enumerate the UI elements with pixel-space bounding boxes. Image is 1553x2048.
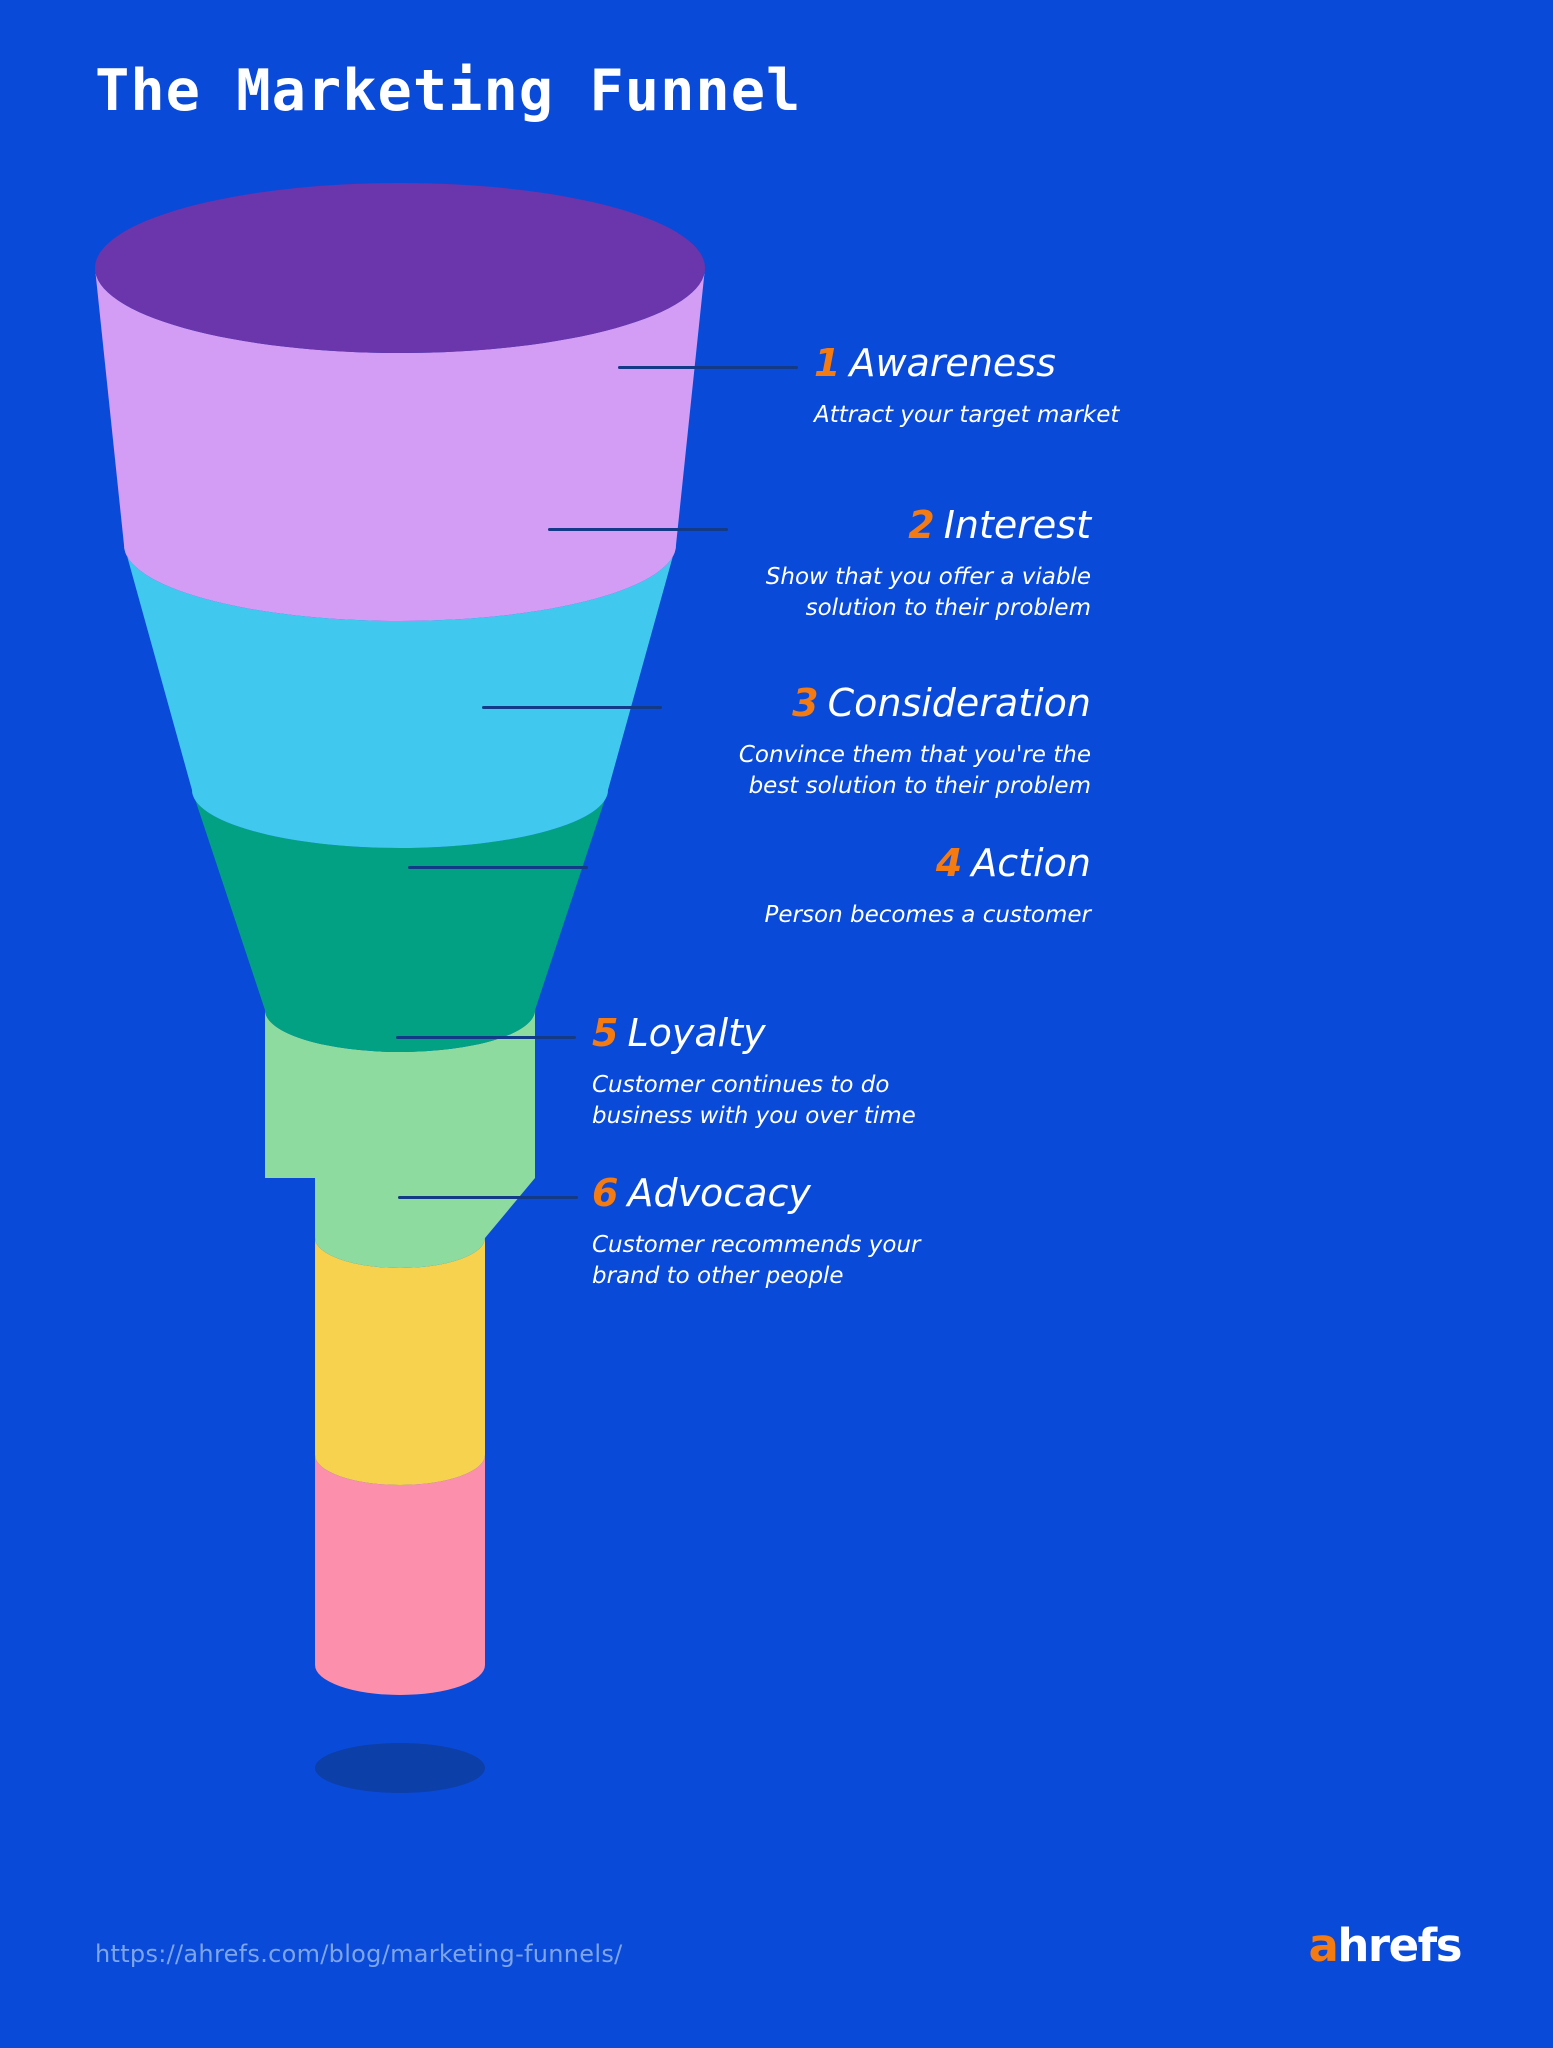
stage-description-6: Customer recommends your brand to other … bbox=[592, 1231, 921, 1290]
stage-name-5: Loyalty bbox=[627, 1011, 766, 1055]
ahrefs-logo-accent: a bbox=[1308, 1919, 1339, 1972]
stage-name-4: Action bbox=[971, 841, 1091, 885]
funnel-band-action bbox=[265, 1010, 535, 1268]
connector-line-1 bbox=[618, 366, 798, 369]
funnel-band-loyalty bbox=[315, 1238, 485, 1485]
source-url[interactable]: https://ahrefs.com/blog/marketing-funnel… bbox=[95, 1940, 623, 1968]
ahrefs-logo-text: hrefs bbox=[1337, 1919, 1462, 1972]
ahrefs-logo[interactable]: ahrefs bbox=[1308, 1919, 1463, 1972]
stage-number-3: 3 bbox=[792, 681, 819, 725]
stage-description-4: Person becomes a customer bbox=[764, 901, 1091, 928]
connector-line-3 bbox=[482, 706, 662, 709]
connector-line-4 bbox=[408, 866, 588, 869]
stage-name-2: Interest bbox=[943, 503, 1091, 547]
funnel-top-cap bbox=[95, 183, 705, 353]
funnel-band-interest bbox=[124, 545, 676, 848]
stage-name-3: Consideration bbox=[827, 681, 1091, 725]
connector-line-6 bbox=[398, 1196, 578, 1199]
stage-description-3: Convince them that you're the best solut… bbox=[738, 741, 1091, 800]
page-title: The Marketing Funnel bbox=[95, 58, 802, 124]
connector-line-2 bbox=[548, 528, 728, 531]
stage-name-1: Awareness bbox=[849, 341, 1056, 385]
connector-line-5 bbox=[396, 1036, 576, 1039]
funnel-shadow bbox=[315, 1743, 485, 1793]
funnel-band-consideration bbox=[192, 790, 608, 1052]
stage-number-5: 5 bbox=[592, 1011, 619, 1055]
stage-description-1: Attract your target market bbox=[814, 401, 1120, 428]
funnel-band-advocacy bbox=[315, 1455, 485, 1695]
stage-description-2: Show that you offer a viable solution to… bbox=[765, 563, 1091, 622]
stage-number-2: 2 bbox=[908, 503, 935, 547]
stage-name-6: Advocacy bbox=[627, 1171, 811, 1215]
funnel-band-awareness bbox=[95, 268, 705, 621]
stage-number-1: 1 bbox=[814, 341, 841, 385]
stage-description-5: Customer continues to do business with y… bbox=[592, 1071, 916, 1130]
stage-number-4: 4 bbox=[935, 841, 963, 885]
stage-number-6: 6 bbox=[592, 1171, 619, 1215]
